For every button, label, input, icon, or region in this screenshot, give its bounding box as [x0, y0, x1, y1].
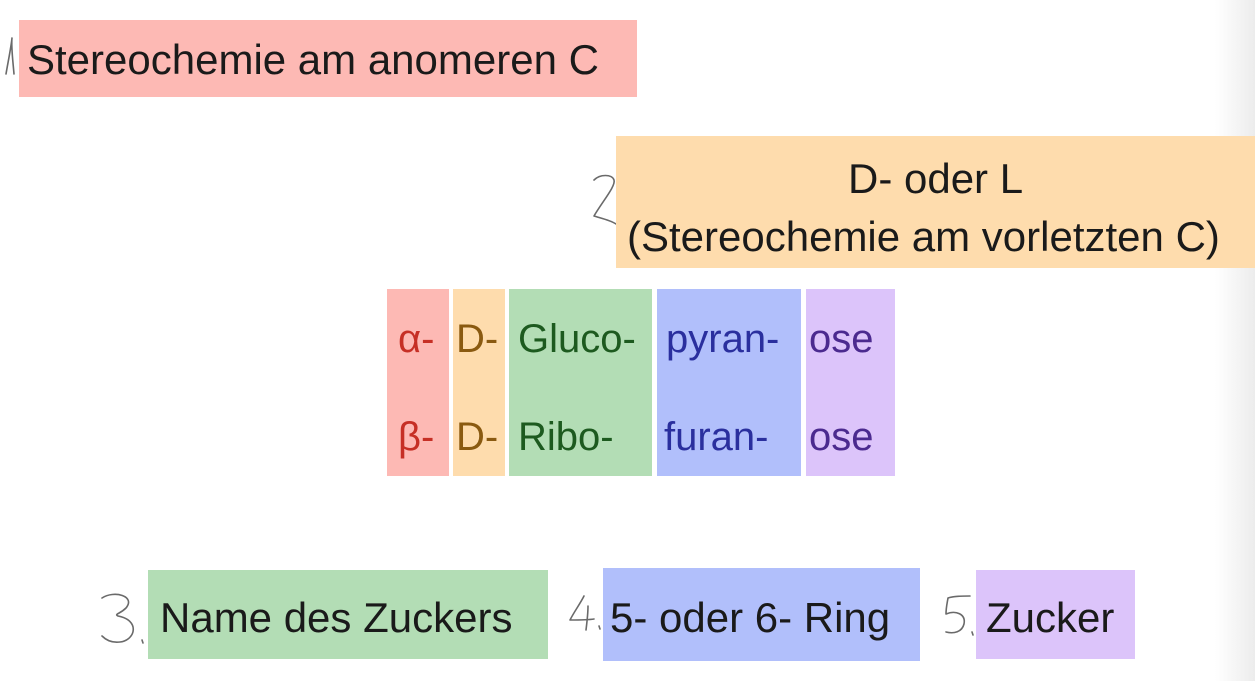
right-edge-shade — [1215, 0, 1255, 681]
example-2-ring: furan- — [664, 415, 769, 459]
label-sugar-text: Zucker — [986, 594, 1115, 641]
example-1-config: D- — [456, 317, 499, 361]
label-dl-line1: D- oder L — [848, 155, 1024, 202]
label-dl-box: D- oder L (Stereochemie am vorletzten C) — [616, 136, 1255, 268]
column-suffix — [806, 289, 895, 476]
handwritten-number-5 — [940, 594, 978, 638]
label-sugar-name-box: Name des Zuckers — [148, 570, 548, 659]
label-anomeric-box: Stereochemie am anomeren C — [19, 20, 637, 97]
label-ring-text: 5- oder 6- Ring — [610, 594, 891, 641]
example-2-name: Ribo- — [518, 415, 614, 459]
handwritten-number-1 — [4, 36, 18, 76]
handwritten-number-2 — [590, 172, 620, 232]
example-1-suffix: ose — [809, 317, 874, 361]
label-sugar-name-text: Name des Zuckers — [160, 594, 513, 641]
handwritten-number-3 — [96, 590, 146, 646]
column-anomer — [387, 289, 449, 476]
example-1-name: Gluco- — [518, 317, 636, 361]
label-sugar-box: Zucker — [976, 570, 1135, 659]
example-2-suffix: ose — [809, 415, 874, 459]
example-2-config: D- — [456, 415, 499, 459]
column-config — [453, 289, 505, 476]
label-ring-box: 5- oder 6- Ring — [603, 568, 920, 661]
label-dl-line2: (Stereochemie am vorletzten C) — [627, 213, 1220, 260]
column-ring — [657, 289, 801, 476]
column-sugar-name — [509, 289, 652, 476]
label-anomeric-text: Stereochemie am anomeren C — [27, 36, 599, 83]
example-1-anomer: α- — [398, 317, 435, 361]
example-1-ring: pyran- — [666, 317, 780, 361]
handwritten-number-4 — [566, 594, 604, 634]
example-2-anomer: β- — [398, 415, 435, 459]
